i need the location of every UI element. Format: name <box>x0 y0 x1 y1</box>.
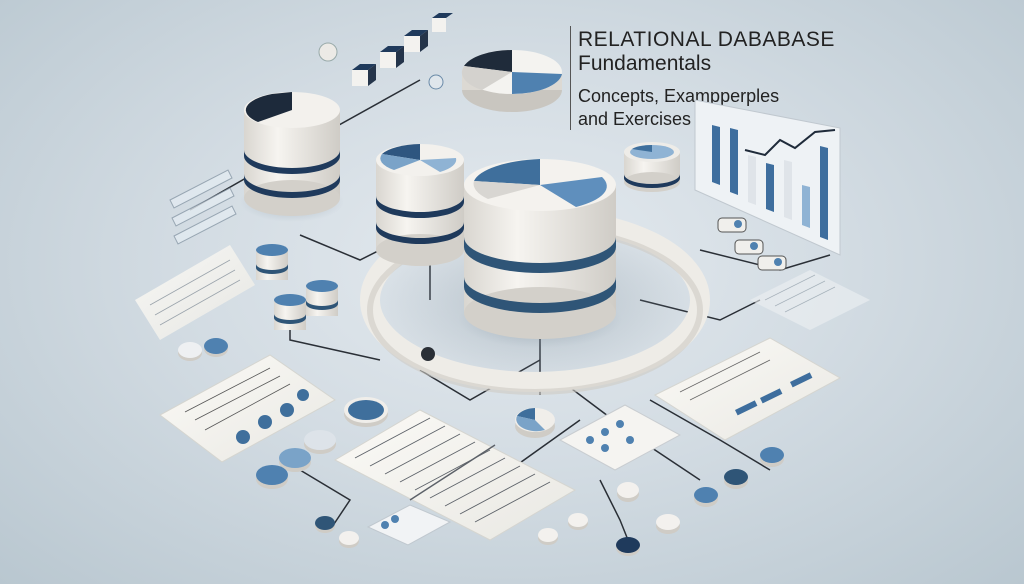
pie-chart-3d <box>461 50 562 112</box>
table-sheet <box>333 409 577 541</box>
slider-strips <box>169 169 237 245</box>
icon-card <box>558 404 682 471</box>
schema-sheet <box>159 354 336 463</box>
bar-chart-panel <box>694 99 841 256</box>
node-discs <box>178 338 784 556</box>
subtitle-line-1: Concepts, Exampperples <box>578 86 780 106</box>
subtitle-line-2: and Exercises <box>578 109 692 129</box>
database-cylinder-middle <box>376 144 464 266</box>
diagram-sheet-right <box>653 337 842 441</box>
label-card <box>366 504 452 546</box>
small-cylinder-2 <box>274 294 306 330</box>
database-cylinder-small-right <box>624 142 680 192</box>
database-cylinder-left <box>240 92 344 222</box>
small-cylinder-1 <box>256 244 288 280</box>
title-line-1: RELATIONAL DABABASE <box>578 28 835 51</box>
document-sheet-left <box>135 245 255 340</box>
small-cylinder-3 <box>306 280 338 316</box>
title-divider <box>570 26 571 130</box>
cube-nodes <box>318 13 453 90</box>
title-block: RELATIONAL DABABASE Fundamentals Concept… <box>578 28 835 130</box>
token-chips <box>717 217 787 271</box>
title-line-2: Fundamentals <box>578 52 712 75</box>
notes-sheet-faint <box>750 270 870 330</box>
database-cylinder-main <box>458 159 622 348</box>
